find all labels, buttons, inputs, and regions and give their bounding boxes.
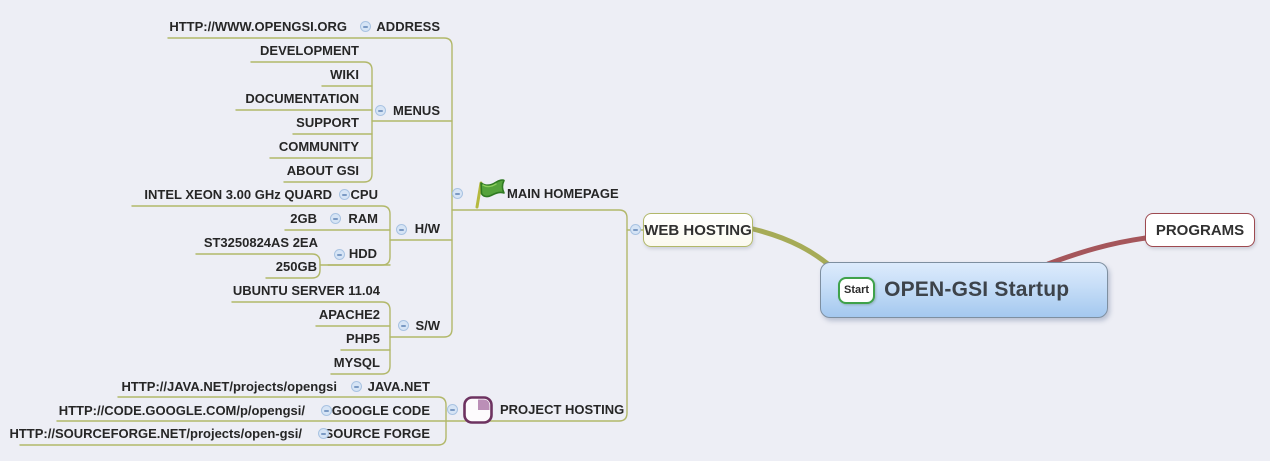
node-php[interactable]: PHP5 bbox=[346, 331, 380, 346]
programs-label: PROGRAMS bbox=[1155, 221, 1245, 239]
programs-branch-curve bbox=[1045, 235, 1149, 267]
node-web-hosting[interactable]: WEB HOSTING bbox=[643, 213, 753, 247]
node-javanet[interactable]: JAVA.NET bbox=[367, 379, 430, 394]
node-hw[interactable]: H/W bbox=[414, 221, 440, 236]
purple-quarter-icon bbox=[463, 396, 493, 424]
collapse-icon-source-forge[interactable] bbox=[318, 428, 329, 439]
collapse-icon-google-code[interactable] bbox=[321, 405, 332, 416]
node-menus[interactable]: MENUS bbox=[393, 103, 440, 118]
collapse-icon-web-hosting[interactable] bbox=[630, 224, 641, 235]
node-cpu[interactable]: CPU bbox=[350, 187, 378, 202]
node-hdd-model[interactable]: ST3250824AS 2EA bbox=[203, 235, 318, 250]
collapse-icon-sw[interactable] bbox=[398, 320, 409, 331]
node-documentation[interactable]: DOCUMENTATION bbox=[245, 91, 359, 106]
node-ubuntu[interactable]: UBUNTU SERVER 11.04 bbox=[232, 283, 380, 298]
node-main-homepage[interactable]: MAIN HOMEPAGE bbox=[507, 186, 619, 201]
collapse-icon-main-homepage[interactable] bbox=[452, 188, 463, 199]
collapse-icon-ram[interactable] bbox=[330, 213, 341, 224]
node-google-code[interactable]: GOOGLE CODE bbox=[331, 403, 430, 418]
node-sw[interactable]: S/W bbox=[415, 318, 440, 333]
node-project-hosting[interactable]: PROJECT HOSTING bbox=[500, 402, 625, 417]
collapse-icon-javanet[interactable] bbox=[351, 381, 362, 392]
node-about-gsi[interactable]: ABOUT GSI bbox=[286, 163, 359, 178]
node-javanet-url[interactable]: HTTP://JAVA.NET/projects/opengsi bbox=[121, 379, 337, 394]
node-root-topic[interactable]: Start OPEN-GSI Startup bbox=[820, 262, 1108, 318]
collapse-icon-address[interactable] bbox=[360, 21, 371, 32]
node-hdd-capacity[interactable]: 250GB bbox=[275, 259, 317, 274]
node-community[interactable]: COMMUNITY bbox=[278, 139, 359, 154]
start-marker-icon: Start bbox=[838, 276, 876, 304]
node-cpu-value[interactable]: INTEL XEON 3.00 GHz QUARD bbox=[144, 187, 332, 202]
web-hosting-label: WEB HOSTING bbox=[644, 221, 752, 239]
node-ram[interactable]: RAM bbox=[348, 211, 378, 226]
node-wiki[interactable]: WIKI bbox=[330, 67, 359, 82]
node-development[interactable]: DEVELOPMENT bbox=[260, 43, 359, 58]
node-address-url[interactable]: HTTP://WWW.OPENGSI.ORG bbox=[169, 19, 347, 34]
node-support[interactable]: SUPPORT bbox=[296, 115, 359, 130]
collapse-icon-hdd[interactable] bbox=[334, 249, 345, 260]
collapse-icon-menus[interactable] bbox=[375, 105, 386, 116]
node-source-forge-url[interactable]: HTTP://SOURCEFORGE.NET/projects/open-gsi… bbox=[9, 426, 302, 441]
node-apache[interactable]: APACHE2 bbox=[318, 307, 380, 322]
node-source-forge[interactable]: SOURCE FORGE bbox=[324, 426, 430, 441]
node-google-code-url[interactable]: HTTP://CODE.GOOGLE.COM/p/opengsi/ bbox=[58, 403, 305, 418]
node-ram-value[interactable]: 2GB bbox=[290, 211, 317, 226]
collapse-icon-cpu[interactable] bbox=[339, 189, 350, 200]
node-programs[interactable]: PROGRAMS bbox=[1145, 213, 1255, 247]
collapse-icon-hw[interactable] bbox=[396, 224, 407, 235]
node-hdd[interactable]: HDD bbox=[348, 246, 377, 261]
green-flag-icon bbox=[475, 179, 505, 209]
collapse-icon-project-hosting[interactable] bbox=[447, 404, 458, 415]
root-topic-title: OPEN-GSI Startup bbox=[884, 278, 1070, 301]
node-mysql[interactable]: MYSQL bbox=[333, 355, 380, 370]
node-address[interactable]: ADDRESS bbox=[376, 19, 440, 34]
